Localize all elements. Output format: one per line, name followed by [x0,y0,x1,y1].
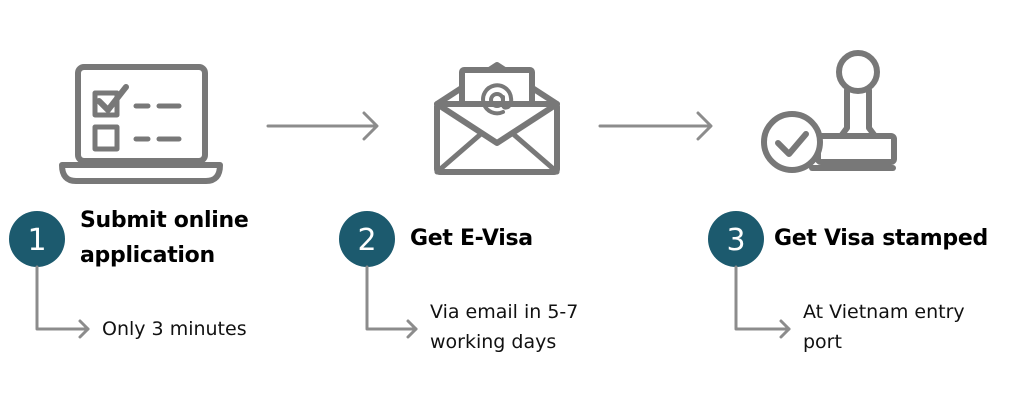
detail-connector-1 [35,265,90,339]
stamp-check-icon [761,50,897,173]
step-1-description-line-1: Only 3 minutes [102,318,247,340]
step-3-description: At Vietnam entry port [803,297,965,357]
step-number-3: 3 [726,223,745,258]
laptop-checklist-icon [59,64,223,184]
step-2-title: Get E-Visa [410,221,533,256]
step-3-title: Get Visa stamped [774,221,988,256]
detail-connector-3 [734,265,791,339]
step-2-description-line-2: working days [430,331,557,353]
step-3-title-line-1: Get Visa stamped [774,226,988,251]
step-number-badge-2: 2 [339,211,395,267]
step-1-description: Only 3 minutes [102,314,247,344]
step-number-2: 2 [357,223,376,258]
detail-connector-2 [365,265,418,339]
step-3-description-line-1: At Vietnam entry [803,301,965,323]
step-2-title-line-1: Get E-Visa [410,226,533,251]
step-2-description-line-1: Via email in 5-7 [430,301,579,323]
step-1-title: Submit online application [80,203,249,273]
step-number-badge-3: 3 [708,211,764,267]
step-number-badge-1: 1 [9,211,65,267]
step-number-1: 1 [27,223,46,258]
flow-arrow-2 [598,111,713,141]
step-1-title-line-1: Submit online [80,208,249,233]
flow-arrow-1 [266,111,379,141]
step-2-description: Via email in 5-7 working days [430,297,578,357]
step-3-description-line-2: port [803,331,842,353]
step-1-title-line-2: application [80,243,215,268]
email-envelope-icon [434,62,560,175]
